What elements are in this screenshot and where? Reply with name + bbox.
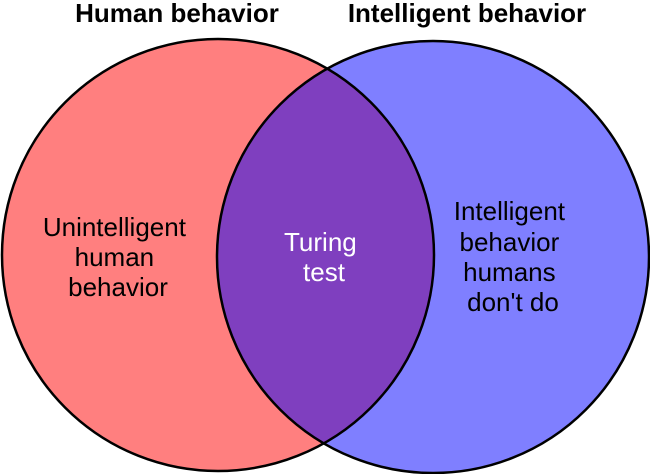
intersection-label: Turing test	[284, 227, 364, 287]
intelligent-only-label: Intelligent behavior humans don't do	[454, 196, 573, 317]
human-only-label: Unintelligent human behavior	[43, 212, 193, 302]
intelligent-only-label-line: Intelligent	[454, 196, 566, 226]
human-only-label-line: Unintelligent	[43, 212, 187, 242]
human-behavior-title: Human behavior	[75, 0, 279, 28]
human-only-label-line: behavior	[68, 272, 168, 302]
intersection-label-line: test	[303, 257, 346, 287]
intelligent-only-label-line: don't do	[467, 287, 559, 317]
intelligent-behavior-title: Intelligent behavior	[348, 0, 586, 28]
human-only-label-line: human	[75, 242, 155, 272]
human-behavior-outline	[0, 37, 436, 473]
intelligent-only-label-line: humans	[463, 257, 556, 287]
intelligent-behavior-outline	[215, 39, 650, 474]
intelligent-only-label-line: behavior	[460, 227, 560, 257]
intersection-label-line: Turing	[284, 227, 357, 257]
